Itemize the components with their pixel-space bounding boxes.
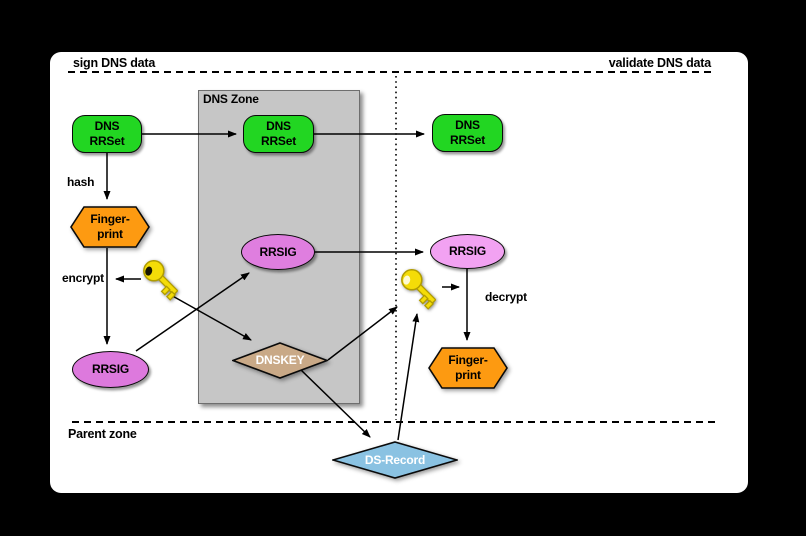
hexagon-shape — [70, 206, 150, 248]
key-icon — [401, 269, 436, 310]
parent-zone-title: Parent zone — [68, 427, 137, 441]
dnskey-label: DNSKEY — [255, 353, 305, 367]
dns-zone-title: DNS Zone — [203, 92, 259, 106]
diamond-shape — [232, 342, 328, 379]
rrsig-validate-node: RRSIG — [430, 234, 505, 269]
sign-section-title: sign DNS data — [73, 56, 156, 70]
validate-section-title: validate DNS data — [608, 56, 711, 70]
ds-record-node: DS-Record — [332, 441, 458, 479]
key-icon — [143, 260, 178, 301]
hash-label: hash — [67, 175, 95, 189]
ds-record-label: DS-Record — [364, 452, 426, 467]
fingerprint-sign-label: Finger-print — [90, 212, 130, 241]
rrsig-sign-label: RRSIG — [91, 362, 129, 376]
diamond-shape — [332, 441, 458, 479]
fingerprint-validate-node: Finger-print — [428, 347, 508, 389]
fingerprint-sign-node: Finger-print — [70, 206, 150, 248]
rrsig-sign-node: RRSIG — [72, 351, 149, 388]
rrsig-zone-node: RRSIG — [241, 234, 315, 270]
decrypt-label: decrypt — [485, 290, 527, 304]
dnskey-node: DNSKEY — [232, 342, 328, 379]
rrsig-zone-label: RRSIG — [259, 244, 297, 259]
encrypt-label: encrypt — [62, 271, 104, 285]
fingerprint-validate-label: Finger-print — [448, 353, 488, 382]
hexagon-shape — [428, 347, 508, 389]
rrsig-validate-label: RRSIG — [448, 244, 486, 258]
